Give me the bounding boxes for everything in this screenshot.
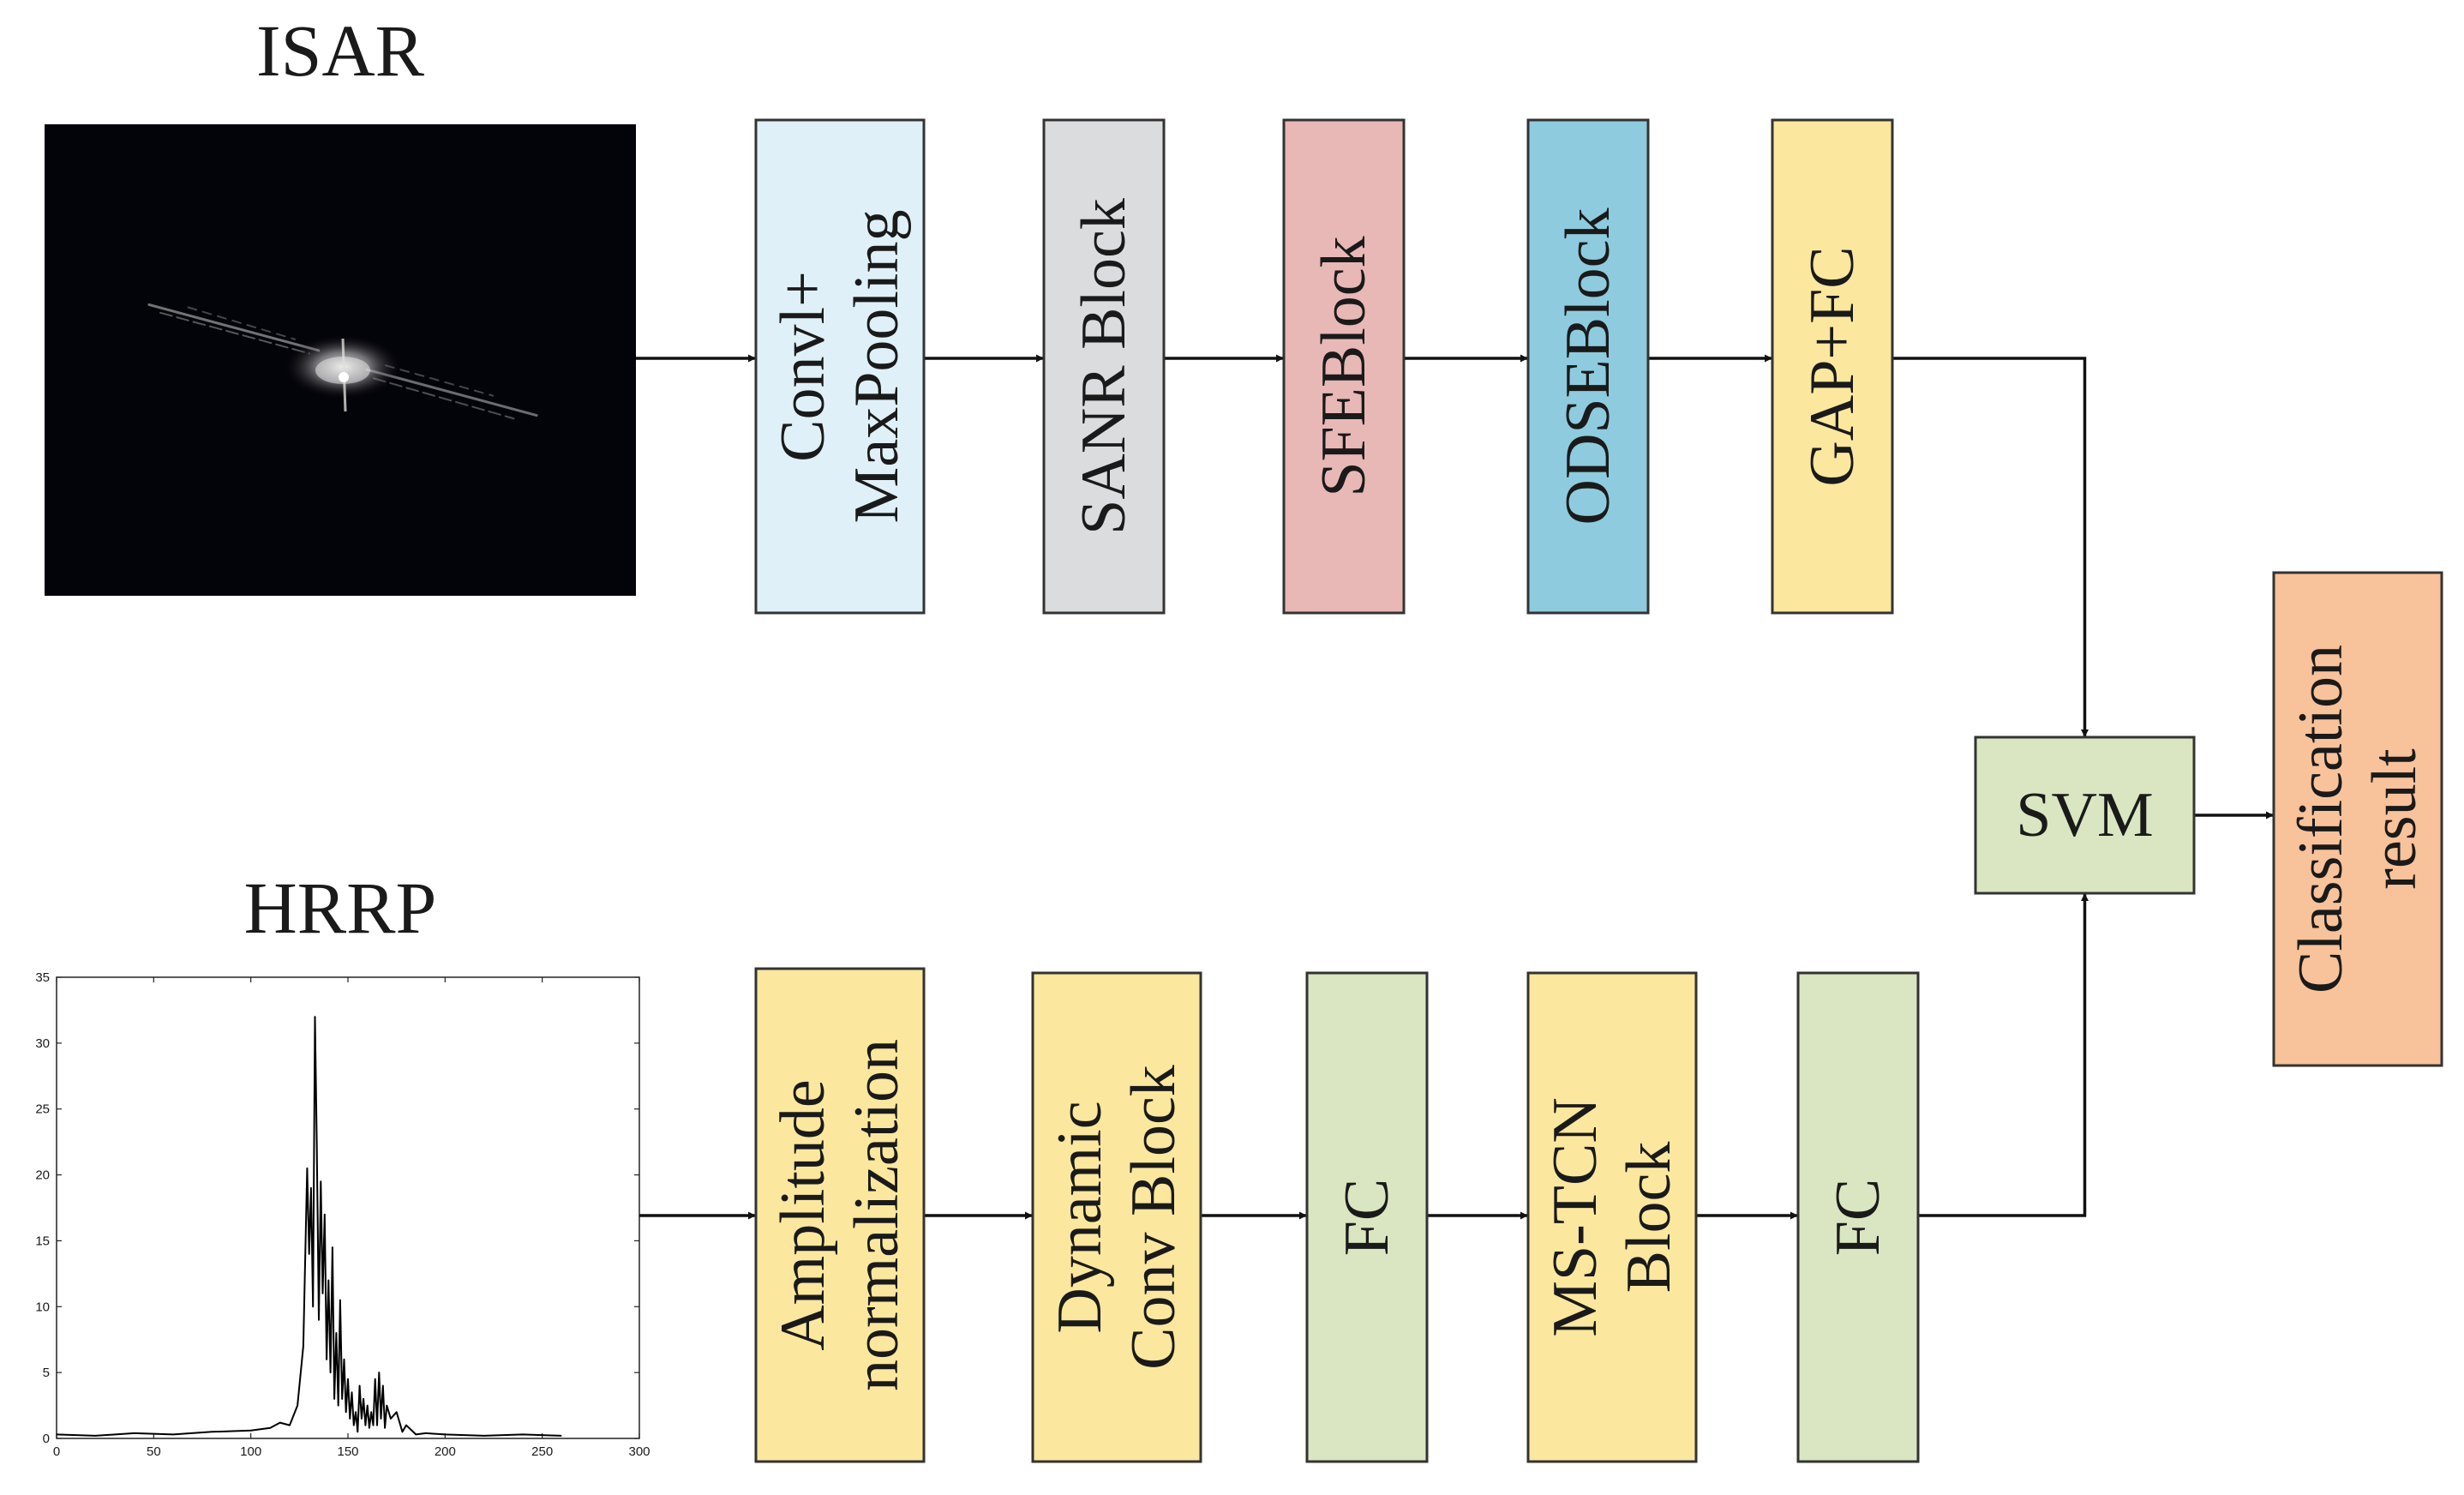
y-tick-label: 30 [35, 1036, 50, 1051]
isar-image [45, 124, 636, 596]
isar-block-2: SANR Block [1042, 118, 1166, 615]
connection-arrows [636, 354, 2274, 1220]
hrrp-series-line [56, 1016, 562, 1437]
y-tick-label: 5 [43, 1366, 50, 1380]
block-layer: Convl+MaxPooling SANR Block SFEBlock ODSEBl… [754, 118, 2443, 1463]
svm-block-box [1974, 735, 2196, 895]
hrrp-block-4-label-line: MS-TCN [1540, 1097, 1610, 1337]
hrrp-block-3-label-line: FC [1332, 1179, 1402, 1257]
isar-block-1-box [754, 118, 926, 615]
isar-block-2-label-line: SANR Block [1069, 198, 1139, 535]
hrrp-block-3-box [1305, 971, 1429, 1463]
y-tick-label: 15 [35, 1234, 50, 1248]
hrrp-block-5: FC [1796, 971, 1920, 1463]
isar-block-2-box [1042, 118, 1166, 615]
x-tick-label: 250 [531, 1444, 553, 1459]
x-tick-label: 50 [147, 1444, 161, 1459]
svm-label: SVM [2016, 780, 2153, 850]
hrrp-block-5-box [1796, 971, 1920, 1463]
hrrp-label: HRRP [244, 867, 437, 949]
isar-block-3-box [1282, 118, 1406, 615]
isar-block-4-box [1526, 118, 1650, 615]
isar-block-3: SFEBlock [1282, 118, 1406, 615]
isar-label: ISAR [256, 9, 425, 92]
x-tick-label: 0 [53, 1444, 60, 1459]
hrrp-block-4-label-line: Block [1614, 1142, 1684, 1294]
y-tick-label: 35 [35, 970, 50, 985]
hrrp-block-4-box [1526, 971, 1698, 1463]
x-tick-label: 150 [337, 1444, 358, 1459]
hrrp-chart: 0 50 100 150 200 250 300 0 5 10 15 20 25 30 35 [35, 970, 650, 1459]
x-tick-label: 100 [240, 1444, 261, 1459]
hrrp-block-1-box [754, 967, 926, 1463]
isar-block-3-label-line: SFEBlock [1309, 236, 1379, 496]
isar-block-1-label-line: MaxPooling [842, 210, 912, 524]
hrrp-plot-frame [56, 976, 640, 1439]
hrrp-block-2-label-line: Dynamic [1045, 1101, 1115, 1333]
y-tick-label: 25 [35, 1102, 50, 1117]
x-tick-label: 200 [435, 1444, 456, 1459]
y-tick-label: 0 [43, 1432, 50, 1446]
isar-block-5-label-line: GAP+FC [1797, 246, 1867, 486]
isar-block-1: Convl+MaxPooling [754, 118, 926, 615]
isar-block-4-label-line: ODSEBlock [1553, 208, 1623, 525]
svm-block: SVM [1974, 735, 2196, 895]
hrrp-block-3: FC [1305, 971, 1429, 1463]
hrrp-block-1-label-line: normalization [842, 1039, 912, 1391]
classification-result-block-box [2272, 571, 2443, 1067]
y-tick-label: 20 [35, 1168, 50, 1183]
y-tick-label: 10 [35, 1300, 50, 1314]
classification-result-block-label-line: Classification [2286, 645, 2356, 994]
classification-result-block-label-line: result [2359, 748, 2430, 890]
x-tick-label: 300 [628, 1444, 650, 1459]
hrrp-block-2-box [1031, 971, 1202, 1463]
isar-block-4: ODSEBlock [1526, 118, 1650, 615]
isar-block-5: GAP+FC [1771, 118, 1894, 615]
hrrp-to-svm-arrow [1918, 893, 2089, 1217]
isar-to-svm-arrow [1892, 357, 2089, 737]
isar-block-1-label-line: Convl+ [768, 271, 838, 462]
hrrp-block-1-label-line: Amplitude [768, 1079, 838, 1351]
hrrp-block-5-label-line: FC [1823, 1179, 1893, 1257]
hrrp-block-2-label-line: Conv Block [1118, 1065, 1189, 1370]
isar-block-5-box [1771, 118, 1894, 615]
